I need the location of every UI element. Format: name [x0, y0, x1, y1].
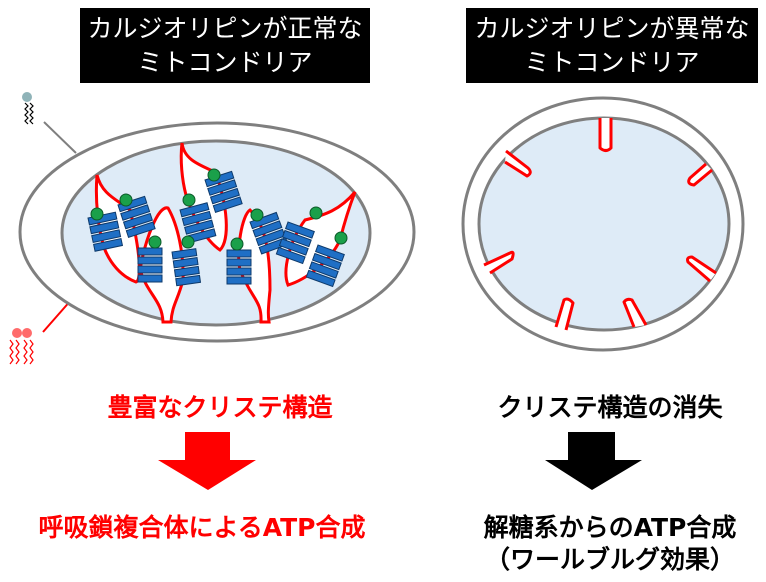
header-abnormal: カルジオリピンが異常な ミトコンドリア [466, 8, 758, 83]
outcome-abnormal-line2: （ワールブルグ効果） [484, 545, 735, 574]
outcome-abnormal-line1: 解糖系からのATP合成 [483, 513, 737, 542]
cardiolipin-icon [9, 328, 34, 365]
header-abnormal-line2: ミトコンドリア [524, 47, 700, 77]
mitochondrion-abnormal [461, 96, 745, 352]
header-normal-line2: ミトコンドリア [137, 47, 313, 77]
header-abnormal-line1: カルジオリピンが異常な [474, 13, 750, 43]
phospholipid-pointer [43, 121, 77, 154]
outcome-normal: 呼吸鎖複合体によるATP合成 [38, 513, 366, 542]
phospholipid-icon [22, 92, 34, 125]
result-abnormal: クリステ構造の消失 [497, 393, 723, 422]
mitochondrion-normal [18, 121, 416, 343]
header-normal: カルジオリピンが正常な ミトコンドリア [80, 8, 370, 83]
atp-synthase-heads [90, 168, 348, 251]
arrow-down-red [158, 432, 256, 490]
arrow-down-black [545, 432, 642, 490]
result-normal: 豊富なクリステ構造 [107, 393, 333, 422]
header-normal-line1: カルジオリピンが正常な [87, 13, 363, 43]
respiratory-complexes [87, 170, 345, 288]
cristae-sparse [483, 118, 717, 331]
